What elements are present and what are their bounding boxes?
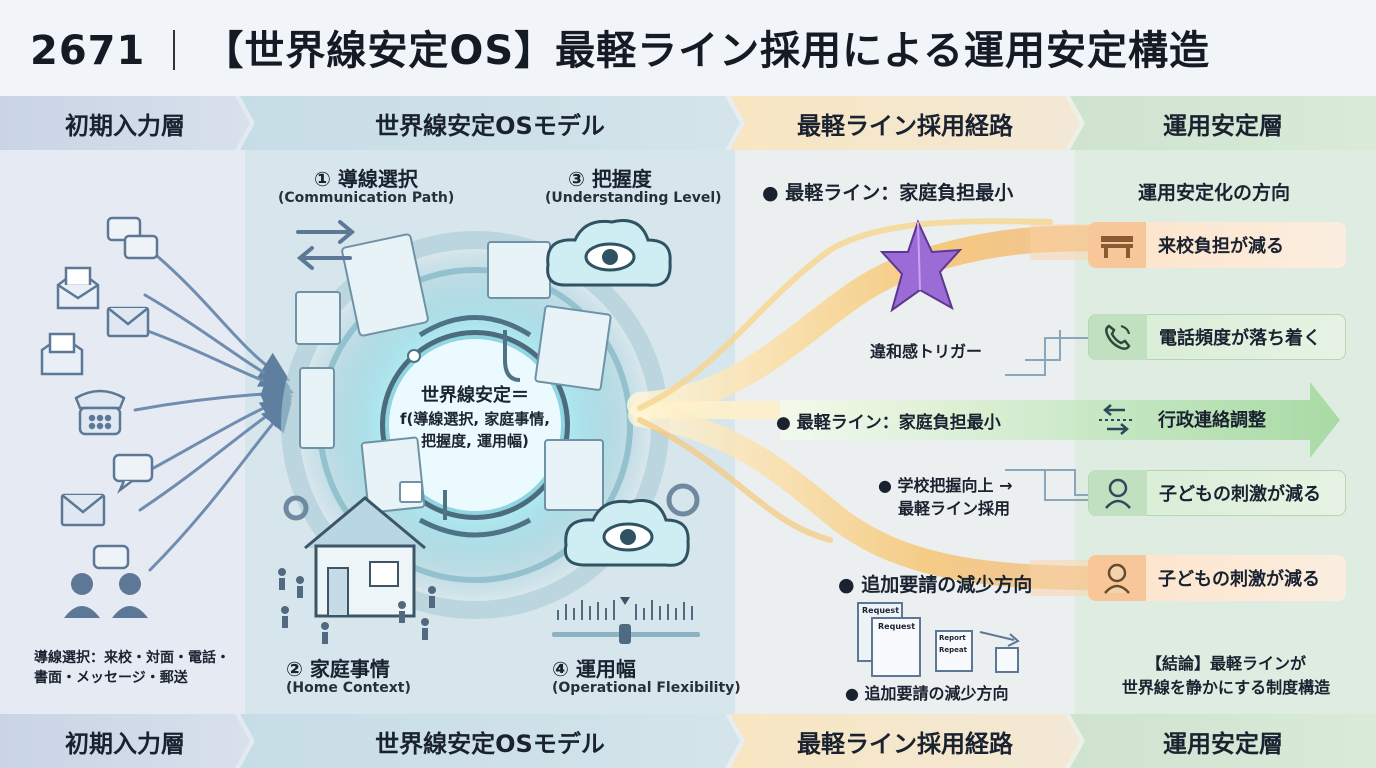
formula-line-1: 世界線安定＝ [421, 385, 529, 406]
people-icon [64, 573, 148, 618]
conclusion-line-2: 世界線を静かにする制度構造 [1121, 678, 1331, 697]
footer-stable-layer: 運用安定層 [1070, 714, 1376, 768]
lightest-line-middle: ● 最軽ライン：家庭負担最小 [776, 413, 1001, 433]
q3-title: ③ 把握度 [568, 167, 652, 191]
request-documents-icon [857, 602, 1020, 677]
input-flow-arrows [133, 248, 294, 572]
light-flow-paths [627, 218, 1143, 591]
reduce-requests-bottom: ● 追加要請の減少方向 [845, 684, 1009, 703]
q1-subtitle: (Communication Path) [278, 190, 455, 206]
footer-input-layer: 初期入力層 [0, 714, 250, 768]
q1-title: ① 導線選択 [314, 167, 418, 191]
header-stable-layer: 運用安定層 [1070, 96, 1376, 150]
q3-subtitle: (Understanding Level) [545, 190, 722, 206]
title-separator [173, 30, 176, 70]
cloud-eye-icon-bottom [563, 499, 690, 567]
input-layer-column [0, 150, 245, 715]
header-path: 最軽ライン採用経路 [730, 96, 1080, 150]
school-understanding-2: 最軽ライン採用 [898, 499, 1011, 518]
flexibility-slider-icon [552, 597, 700, 644]
doc-label-1: Request [862, 606, 900, 615]
conclusion-line-1: 【結論】最軽ラインが [1145, 654, 1306, 673]
conclusion: 【結論】最軽ラインが 世界線を静かにする制度構造 [1088, 652, 1364, 700]
cloud-eye-icon-top [546, 219, 672, 287]
header-input-layer: 初期入力層 [0, 96, 250, 150]
result-label: 電話頻度が落ち着く [1159, 328, 1321, 349]
result-school-visit: 来校負担が減る [1088, 222, 1346, 268]
direction-arrows-icon [296, 220, 356, 270]
doc-label-4: Repeat [939, 646, 967, 654]
lightest-line-top: ● 最軽ライン：家庭負担最小 [762, 182, 1014, 204]
result-child-stimulus-2: 子どもの刺激が減る [1088, 555, 1346, 601]
doc-label-2: Request [878, 622, 916, 631]
formula-line-3: 把握度, 運用幅) [421, 432, 529, 450]
q2-subtitle: (Home Context) [286, 680, 411, 696]
input-channels-note: 導線選択：来校・対面・電話・書面・メッセージ・郵送 [34, 650, 230, 686]
people-crowd-icon [278, 568, 436, 644]
mail-open-icon [56, 266, 100, 310]
q4-subtitle: (Operational Flexibility) [552, 680, 741, 696]
header-model: 世界線安定OSモデル [240, 96, 740, 150]
house-icon [304, 496, 426, 618]
arrows-icon [1088, 396, 1146, 442]
school-understanding-1: ● 学校把握向上 → [878, 476, 1013, 495]
result-label: 子どもの刺激が減る [1159, 484, 1321, 505]
stabilization-direction: 運用安定化の方向 [1138, 182, 1291, 204]
result-phone-frequency: 電話頻度が落ち着く [1088, 314, 1346, 360]
result-label: 子どもの刺激が減る [1158, 569, 1320, 590]
q4-title: ④ 運用幅 [552, 657, 636, 681]
crystal-trigger-icon [879, 219, 963, 313]
title-bar: 2671 【世界線安定OS】最軽ライン採用による運用安定構造 [0, 0, 1376, 96]
data-cards [295, 233, 612, 514]
branch-connectors [1005, 330, 1090, 501]
gear-icon [283, 483, 700, 521]
conversation-bubble-icon [92, 544, 130, 570]
title-text: 【世界線安定OS】最軽ライン採用による運用安定構造 [203, 28, 1210, 74]
bench-icon [1088, 222, 1146, 268]
result-label: 来校負担が減る [1158, 236, 1284, 257]
footer-path: 最軽ライン採用経路 [730, 714, 1080, 768]
reduce-requests-top: ● 追加要請の減少方向 [838, 574, 1033, 596]
mail-letter-icon [40, 332, 84, 376]
doc-label-3: Report [939, 634, 966, 642]
green-flow-arrow [780, 382, 1340, 458]
child-icon [1088, 555, 1146, 601]
formula: 世界線安定＝ f(導線選択, 家庭事情, 把握度, 運用幅) [395, 384, 555, 452]
discomfort-trigger-label: 違和感トリガー [870, 342, 983, 361]
title-number: 2671 [30, 28, 146, 74]
child-icon [1089, 470, 1147, 516]
formula-line-2: f(導線選択, 家庭事情, [399, 410, 550, 428]
result-admin-coordination: 行政連絡調整 [1088, 396, 1328, 442]
chat-bubble-icon [106, 216, 159, 260]
mail-icon [106, 306, 150, 338]
result-label: 行政連絡調整 [1158, 410, 1266, 431]
page-title: 2671 【世界線安定OS】最軽ライン採用による運用安定構造 [30, 18, 1210, 76]
phone-icon [1089, 314, 1147, 360]
q2-title: ② 家庭事情 [286, 657, 390, 681]
envelope-icon [60, 493, 106, 527]
telephone-icon [74, 389, 126, 436]
result-child-stimulus-1: 子どもの刺激が減る [1088, 470, 1346, 516]
footer-model: 世界線安定OSモデル [240, 714, 740, 768]
message-bubble-icon [112, 453, 154, 494]
